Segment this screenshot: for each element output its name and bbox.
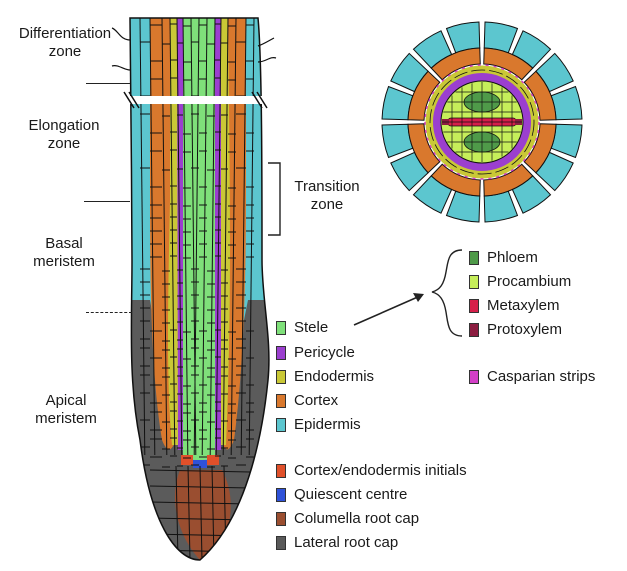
meristem-boundary xyxy=(86,312,132,313)
legend-cortex: Cortex xyxy=(276,392,338,410)
endodermis-left-tissue xyxy=(168,18,178,445)
quiescent-centre-cells xyxy=(193,460,207,468)
legend-stele: Stele xyxy=(276,319,328,337)
epidermis-swatch xyxy=(276,418,286,432)
legend-lateral-root-cap: Lateral root cap xyxy=(276,534,398,552)
xs-stele-cell-walls xyxy=(442,82,522,162)
procambium-swatch xyxy=(469,275,479,289)
legend-protoxylem: Protoxylem xyxy=(469,321,562,339)
pericycle-swatch xyxy=(276,346,286,360)
xs-epidermis-ring xyxy=(381,21,583,223)
quiescent-centre-swatch xyxy=(276,488,286,502)
section-break xyxy=(122,96,270,104)
cortex-endodermis-initials-right xyxy=(207,455,219,465)
legend-cortex-endodermis-initials: Cortex/endodermis initials xyxy=(276,462,467,480)
stele-tissue xyxy=(183,18,215,461)
cortex-endodermis-initials-left xyxy=(181,455,193,465)
columella-root-cap-swatch xyxy=(276,512,286,526)
metaxylem-swatch xyxy=(469,299,479,313)
cortex-swatch xyxy=(276,394,286,408)
legend-casparian-strips: Casparian strips xyxy=(469,368,595,386)
longitudinal-root-section xyxy=(111,17,277,561)
legend-endodermis: Endodermis xyxy=(276,368,374,386)
cortex-endodermis-initials-swatch xyxy=(276,464,286,478)
legend-pericycle: Pericycle xyxy=(276,344,355,362)
xs-cortex-ring xyxy=(407,47,557,197)
casparian-strips-swatch xyxy=(469,370,479,384)
protoxylem-swatch xyxy=(469,323,479,337)
root-outline xyxy=(129,17,270,561)
cell-walls xyxy=(139,18,255,560)
xs-pericycle-ring xyxy=(433,73,531,171)
root-hairs xyxy=(111,27,277,71)
break-marks xyxy=(123,91,268,109)
endodermis-swatch xyxy=(276,370,286,384)
legend-metaxylem: Metaxylem xyxy=(469,297,560,315)
xs-casparian-strips xyxy=(424,64,540,180)
legend-procambium: Procambium xyxy=(469,273,571,291)
legend-epidermis: Epidermis xyxy=(276,416,361,434)
differentiation-boundary xyxy=(86,83,130,84)
legend-phloem: Phloem xyxy=(469,249,538,267)
elongation-boundary xyxy=(84,201,130,202)
legend-columella-root-cap: Columella root cap xyxy=(276,510,419,528)
stele-swatch xyxy=(276,321,286,335)
stele-arrowhead xyxy=(413,293,424,302)
cross-section xyxy=(381,21,583,223)
transition-bracket xyxy=(268,162,281,236)
endodermis-right-tissue xyxy=(220,18,230,445)
legend-quiescent-centre: Quiescent centre xyxy=(276,486,407,504)
lateral-root-cap-swatch xyxy=(276,536,286,550)
stele-arrow-line xyxy=(353,295,421,326)
phloem-swatch xyxy=(469,251,479,265)
stele-subtype-brace xyxy=(431,249,463,337)
